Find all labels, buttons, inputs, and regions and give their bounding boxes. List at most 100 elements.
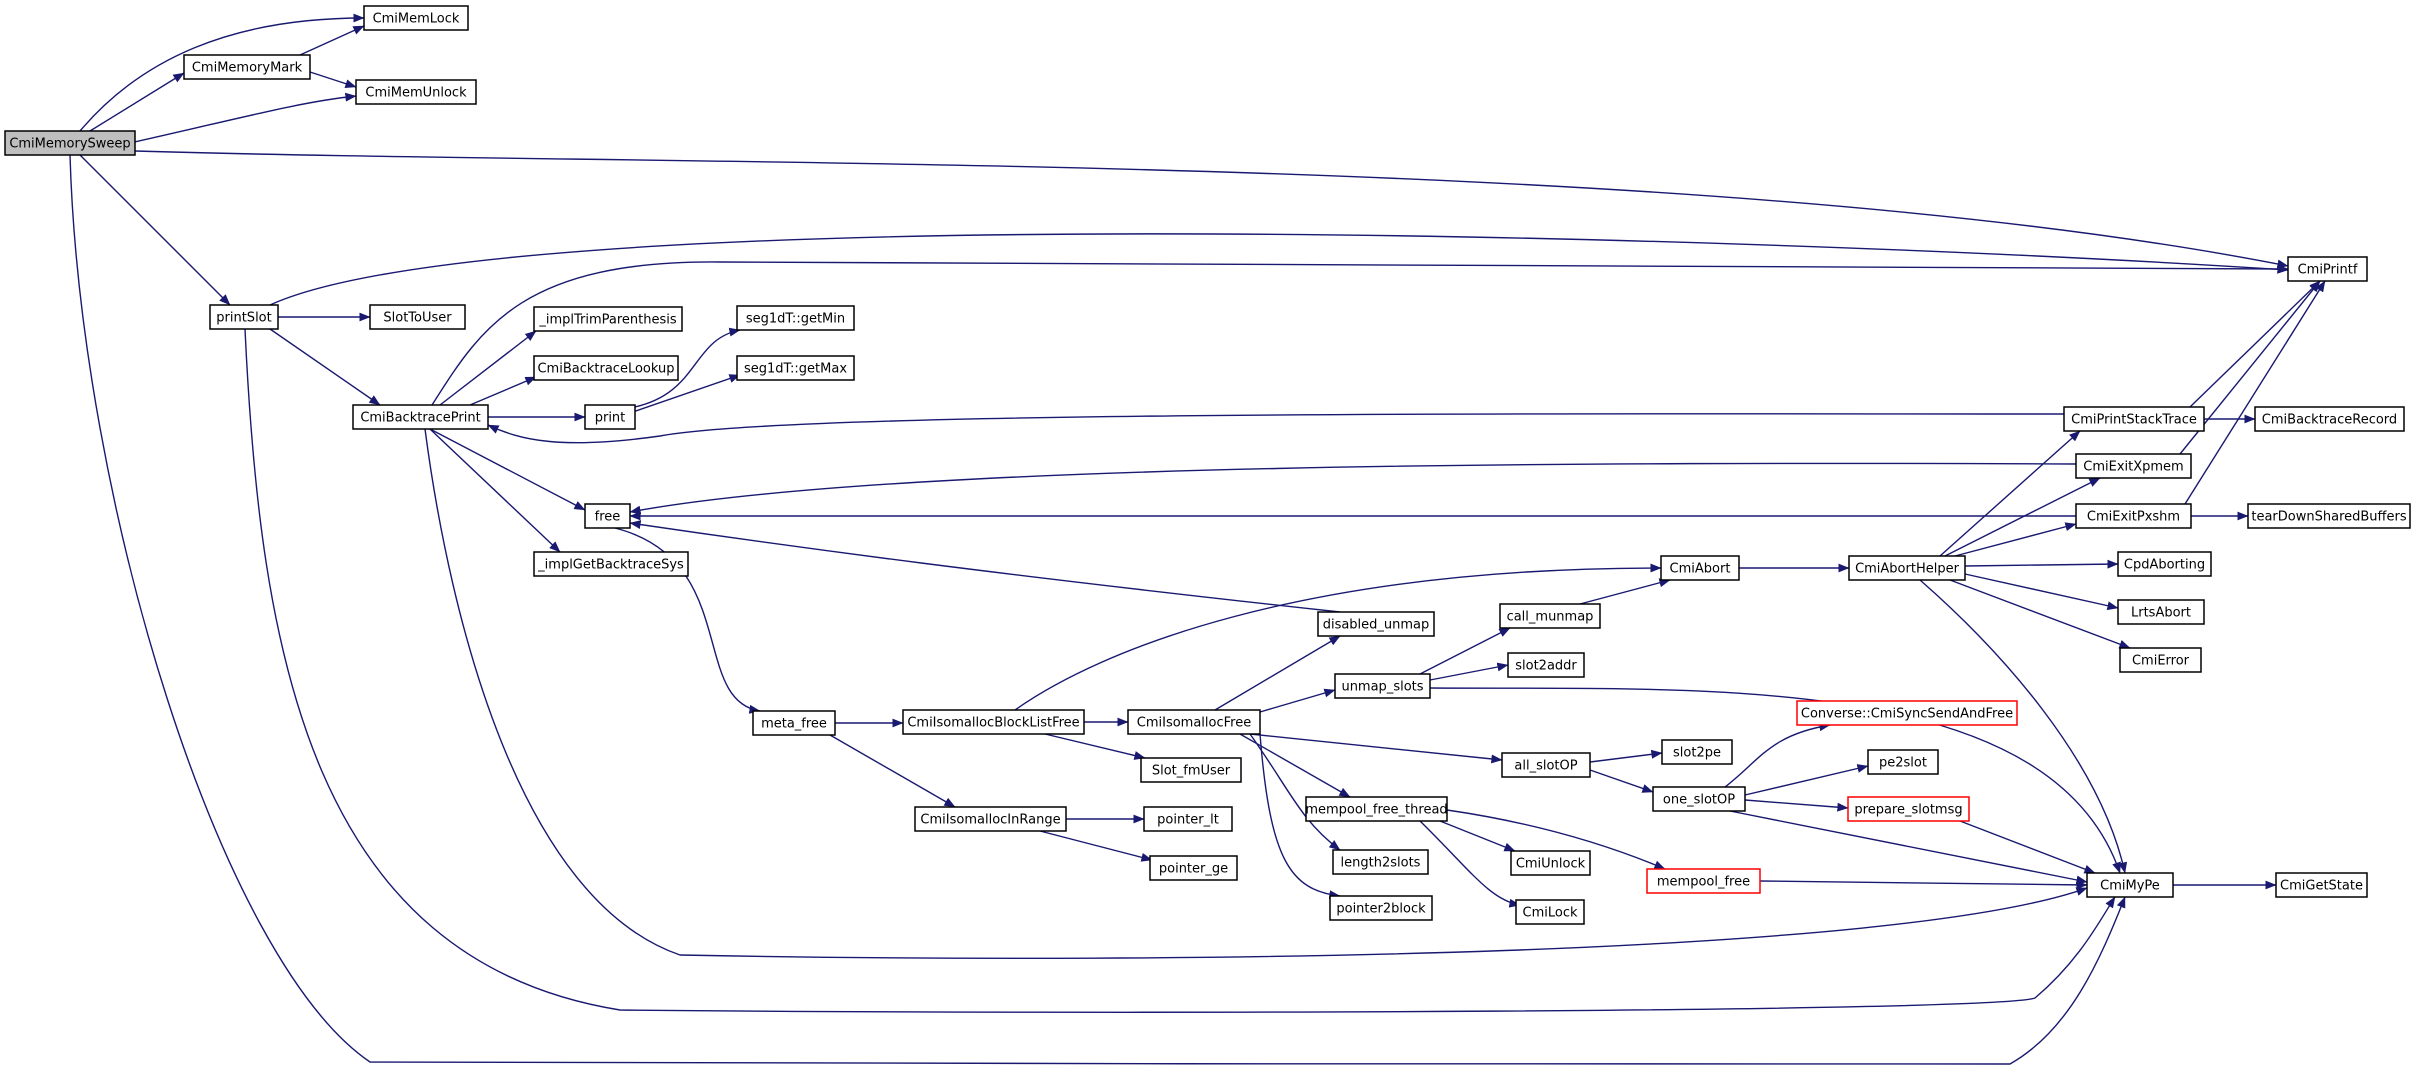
- node-mempool-free[interactable]: mempool_free: [1646, 868, 1761, 894]
- node-cmiexitxpmem[interactable]: CmiExitXpmem: [2075, 453, 2192, 479]
- edge-meta-free-to-cmiisomallocinrange: [829, 734, 956, 808]
- node-label: call_munmap: [1507, 610, 1594, 625]
- node-one-slotop[interactable]: one_slotOP: [1652, 786, 1746, 812]
- node-cmibacktracelookup[interactable]: CmiBacktraceLookup: [533, 355, 679, 381]
- node-label: CmiBacktraceRecord: [2262, 413, 2397, 428]
- node-pointer-ge[interactable]: pointer_ge: [1149, 855, 1238, 881]
- node-box: [2247, 503, 2411, 529]
- edge-all-slotop-to-slot2pe: [1589, 749, 1663, 763]
- node-box: [2275, 872, 2368, 898]
- node-label: Converse::CmiSyncSendAndFree: [1801, 707, 2013, 722]
- node-cmiexitpxshm[interactable]: CmiExitPxshm: [2075, 503, 2192, 529]
- node-pointer-lt[interactable]: pointer_lt: [1143, 806, 1233, 832]
- edge-all-slotop-to-one-slotop: [1589, 769, 1654, 793]
- node-cmigetstate[interactable]: CmiGetState: [2275, 872, 2368, 898]
- node-label: CmiExitPxshm: [2087, 510, 2180, 525]
- edge-unmap-slots-to-slot2addr: [1429, 662, 1509, 681]
- node-all-slotop[interactable]: all_slotOP: [1501, 752, 1591, 778]
- node-cpdaborting[interactable]: CpdAborting: [2117, 551, 2212, 577]
- node-cmiprintf[interactable]: CmiPrintf: [2287, 256, 2368, 282]
- node-box: [1149, 855, 1238, 881]
- node-print[interactable]: print: [584, 404, 636, 430]
- node-box: [363, 5, 469, 31]
- node-disabled-unmap[interactable]: disabled_unmap: [1317, 611, 1435, 637]
- edge-cmibacktraceprint-to-cmibacktracelookup: [469, 376, 537, 406]
- node-cmimemlock[interactable]: CmiMemLock: [363, 5, 469, 31]
- node-slottouser[interactable]: SlotToUser: [369, 304, 466, 330]
- node-lrtsabort[interactable]: LrtsAbort: [2117, 599, 2205, 625]
- node-label: CmiMyPe: [2100, 879, 2160, 894]
- node-box: [533, 355, 679, 381]
- node-cmiaborthelper[interactable]: CmiAbortHelper: [1848, 555, 1966, 581]
- node-slot-fmuser[interactable]: Slot_fmUser: [1140, 757, 1242, 783]
- node-cmibacktracerecord[interactable]: CmiBacktraceRecord: [2254, 406, 2405, 432]
- edge-cmimemorysweep-to-cmimemunlock: [129, 92, 357, 144]
- node-pe2slot[interactable]: pe2slot: [1867, 749, 1939, 775]
- node-label: slot2addr: [1515, 659, 1577, 674]
- node-seg1dt-getmax[interactable]: seg1dT::getMax: [736, 355, 855, 381]
- node-mempool-free-thread[interactable]: mempool_free_thread: [1305, 796, 1448, 822]
- node-cmibacktraceprint[interactable]: CmiBacktracePrint: [352, 404, 489, 430]
- node-label: _implTrimParenthesis: [538, 313, 677, 328]
- node-label: seg1dT::getMax: [744, 362, 847, 377]
- node-printslot[interactable]: printSlot: [209, 304, 279, 330]
- node-label: CmiAbortHelper: [1855, 562, 1960, 577]
- edge-cmimemorysweep-to-printslot: [79, 154, 231, 306]
- node-cmilock[interactable]: CmiLock: [1515, 899, 1585, 925]
- node-call-munmap[interactable]: call_munmap: [1499, 603, 1601, 629]
- node-box: [1796, 700, 2018, 726]
- node-cmiunlock[interactable]: CmiUnlock: [1510, 850, 1591, 876]
- node-cmimemorysweep[interactable]: CmiMemorySweep: [4, 130, 136, 156]
- edge-unmap-slots-to-call-munmap: [1419, 627, 1511, 675]
- edge-printslot-to-cmiprintf: [269, 233, 2289, 306]
- node-free[interactable]: free: [584, 503, 631, 529]
- node-box: [1661, 739, 1733, 765]
- edge-cmiisomallocblocklistfree-to-cmiabort: [1014, 563, 1662, 711]
- node-cmiisomallocinrange[interactable]: CmiIsomallocInRange: [914, 806, 1067, 832]
- node-cmiprintstacktrace[interactable]: CmiPrintStackTrace: [2063, 406, 2205, 432]
- node-cmimype[interactable]: CmiMyPe: [2086, 872, 2174, 898]
- node-cmiabort[interactable]: CmiAbort: [1660, 555, 1740, 581]
- edge-cmiisomallocfree-to-mempool-free-thread: [1239, 733, 1351, 798]
- node-box: [1652, 786, 1746, 812]
- edge-cmiisomallocblocklistfree-to-slot-fmuser: [1044, 733, 1146, 760]
- node-label: CmiUnlock: [1516, 857, 1586, 872]
- edge-print-to-seg1dt-getmax: [629, 374, 741, 414]
- node-label: prepare_slotmsg: [1854, 803, 1962, 818]
- node-converse-cmisyncsendandfree[interactable]: Converse::CmiSyncSendAndFree: [1796, 700, 2018, 726]
- node-seg1dt-getmin[interactable]: seg1dT::getMin: [736, 305, 855, 331]
- node-slot2addr[interactable]: slot2addr: [1507, 652, 1585, 678]
- node-unmap-slots[interactable]: unmap_slots: [1334, 673, 1431, 699]
- node-prepare-slotmsg[interactable]: prepare_slotmsg: [1847, 796, 1970, 822]
- node-cmiisomallocfree[interactable]: CmiIsomallocFree: [1127, 709, 1261, 735]
- node-meta-free[interactable]: meta_free: [752, 710, 836, 736]
- node-impltrimparenthesis[interactable]: _implTrimParenthesis: [533, 306, 683, 332]
- node-box: [2287, 256, 2368, 282]
- node-length2slots[interactable]: length2slots: [1332, 849, 1429, 875]
- node-implgetbacktracesys[interactable]: _implGetBacktraceSys: [533, 551, 689, 577]
- edge-cmiisomallocfree-to-all-slotop: [1249, 733, 1503, 764]
- edge-cmibacktraceprint-to-impltrimparenthesis: [439, 330, 537, 406]
- node-label: pe2slot: [1879, 756, 1927, 771]
- node-label: length2slots: [1341, 856, 1421, 871]
- node-slot2pe[interactable]: slot2pe: [1661, 739, 1733, 765]
- node-pointer2block[interactable]: pointer2block: [1329, 895, 1433, 921]
- node-box: [1143, 806, 1233, 832]
- edge-cmimemorymark-to-cmimemunlock: [309, 71, 357, 88]
- node-box: [1660, 555, 1740, 581]
- node-label: CmiMemLock: [373, 12, 460, 27]
- edge-cmibacktraceprint-to-free: [429, 428, 586, 511]
- edge-cmimemorysweep-to-cmimemorymark: [89, 72, 185, 132]
- node-label: CmiAbort: [1670, 562, 1731, 577]
- node-cmierror[interactable]: CmiError: [2119, 647, 2202, 673]
- node-teardownsharedbuffers[interactable]: tearDownSharedBuffers: [2247, 503, 2411, 529]
- edge-cmiisomallocfree-to-pointer2block: [1259, 733, 1341, 900]
- node-cmimemorymark[interactable]: CmiMemoryMark: [183, 54, 311, 80]
- edge-call-munmap-to-cmiabort: [1579, 578, 1671, 605]
- node-label: all_slotOP: [1514, 759, 1577, 774]
- node-cmimemunlock[interactable]: CmiMemUnlock: [355, 79, 477, 105]
- node-cmiisomallocblocklistfree[interactable]: CmiIsomallocBlockListFree: [902, 709, 1085, 735]
- node-label: free: [595, 510, 621, 525]
- node-box: [1510, 850, 1591, 876]
- node-box: [1140, 757, 1242, 783]
